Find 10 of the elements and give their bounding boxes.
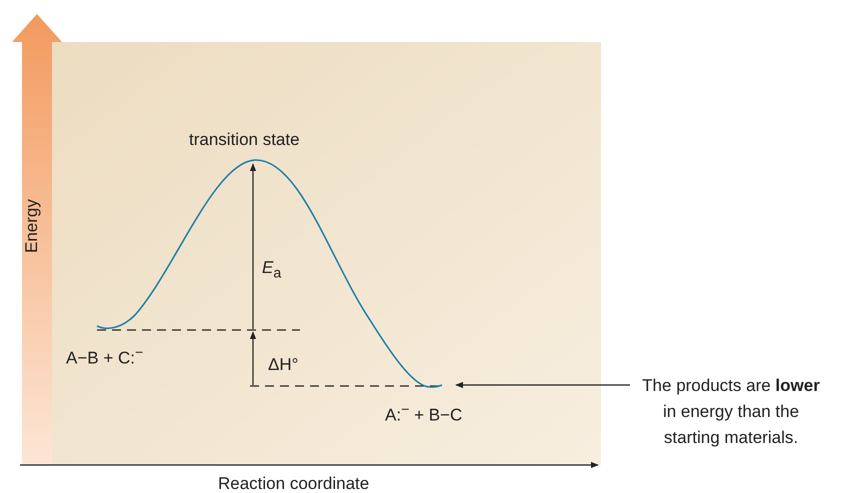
axis-title: Reaction coordinate (218, 474, 370, 493)
peak-label: transition state (189, 130, 300, 150)
products-label: A:$^{−}$ + B−C (385, 402, 462, 426)
enthalpy-label: ΔH° (268, 355, 298, 376)
reactants-label: A−B + C:$^{−}$ (66, 345, 144, 370)
axis-title: Energy (22, 199, 42, 253)
leader-arrow (455, 382, 630, 388)
energy-curve (96, 159, 442, 388)
callout-text: The products are lower in energy than the starting materials. (636, 373, 826, 451)
activation-energy-label: E$_{a}$ (262, 258, 282, 282)
